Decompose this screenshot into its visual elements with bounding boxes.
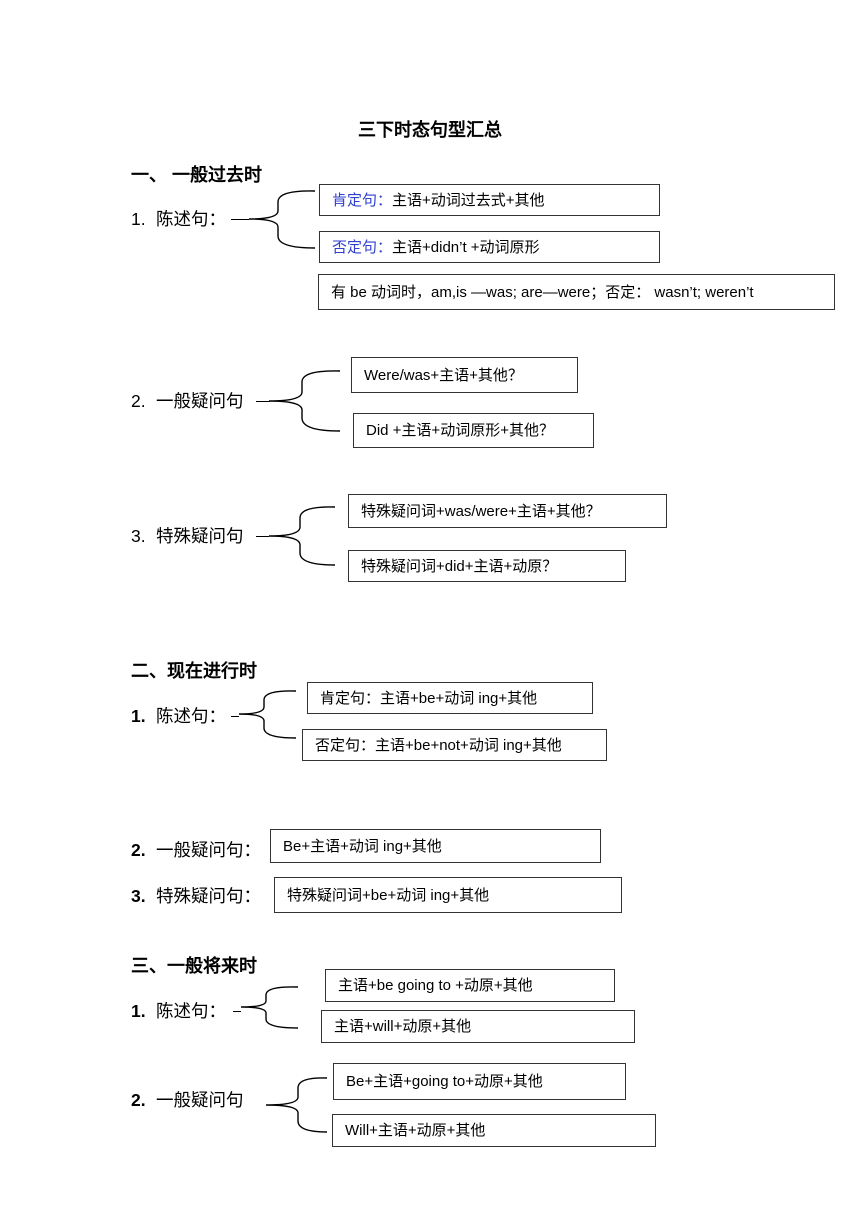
continuous-negative-box: 否定句：主语+be+not+动词 ing+其他 xyxy=(302,729,607,761)
connector-line xyxy=(231,716,239,717)
item-label: 特殊疑问句 xyxy=(156,526,244,546)
brace-icon xyxy=(248,190,316,249)
item-label: 陈述句： xyxy=(156,706,226,726)
brace-icon xyxy=(268,370,341,432)
past-special-box-was-were: 特殊疑问词+was/were+主语+其他？ xyxy=(348,494,667,528)
box-formula: 主语+动词过去式+其他 xyxy=(392,191,545,209)
item-number: 2. xyxy=(131,391,146,411)
box-formula: 主语+didn’t +动词原形 xyxy=(392,238,540,256)
item-number: 1. xyxy=(131,209,146,229)
past-question-box-did: Did +主语+动词原形+其他？ xyxy=(353,413,594,448)
page-title: 三下时态句型汇总 xyxy=(358,120,502,140)
past-statement-label: 1. 陈述句： xyxy=(131,206,226,231)
item-label: 一般疑问句： xyxy=(156,840,261,860)
continuous-special-question-label: 3. 特殊疑问句： xyxy=(131,883,261,908)
item-label: 陈述句： xyxy=(156,209,226,229)
section-heading-past: 一、 一般过去时 xyxy=(131,165,263,185)
continuous-special-box: 特殊疑问词+be+动词 ing+其他 xyxy=(274,877,622,913)
box-label-negative: 否定句： xyxy=(332,238,393,256)
item-label: 一般疑问句 xyxy=(156,1090,244,1110)
connector-line xyxy=(233,1011,241,1012)
past-affirmative-box: 肯定句：主语+动词过去式+其他 xyxy=(319,184,660,216)
continuous-general-question-label: 2. 一般疑问句： xyxy=(131,837,261,862)
past-general-question-label: 2. 一般疑问句 xyxy=(131,388,244,413)
item-number: 1. xyxy=(131,1001,146,1021)
future-question-will-box: Will+主语+动原+其他 xyxy=(332,1114,656,1147)
item-number: 2. xyxy=(131,1090,146,1110)
brace-icon xyxy=(268,506,336,566)
past-negative-box: 否定句：主语+didn’t +动词原形 xyxy=(319,231,660,263)
item-number: 1. xyxy=(131,706,146,726)
past-be-verb-note-box: 有 be 动词时，am,is —was; are—were；否定： wasn’t… xyxy=(318,274,835,310)
connector-line xyxy=(256,401,270,402)
item-number: 3. xyxy=(131,886,146,906)
item-label: 特殊疑问句： xyxy=(156,886,261,906)
box-label-affirmative: 肯定句： xyxy=(332,191,393,209)
future-statement-label: 1. 陈述句： xyxy=(131,998,226,1023)
item-label: 一般疑问句 xyxy=(156,391,244,411)
connector-line xyxy=(231,219,249,220)
past-special-question-label: 3. 特殊疑问句 xyxy=(131,523,244,548)
past-question-box-were-was: Were/was+主语+其他？ xyxy=(351,357,578,393)
future-question-going-to-box: Be+主语+going to+动原+其他 xyxy=(333,1063,626,1100)
continuous-statement-label: 1. 陈述句： xyxy=(131,703,226,728)
connector-line xyxy=(256,536,269,537)
section-heading-present-continuous: 二、现在进行时 xyxy=(131,661,257,681)
future-will-box: 主语+will+动原+其他 xyxy=(321,1010,635,1043)
item-number: 2. xyxy=(131,840,146,860)
section-heading-future: 三、一般将来时 xyxy=(131,956,257,976)
item-number: 3. xyxy=(131,526,146,546)
continuous-affirmative-box: 肯定句：主语+be+动词 ing+其他 xyxy=(307,682,593,714)
brace-icon xyxy=(240,986,299,1029)
brace-icon xyxy=(238,690,297,739)
continuous-question-box: Be+主语+动词 ing+其他 xyxy=(270,829,601,863)
future-general-question-label: 2. 一般疑问句 xyxy=(131,1087,244,1112)
item-label: 陈述句： xyxy=(156,1001,226,1021)
past-special-box-did: 特殊疑问词+did+主语+动原？ xyxy=(348,550,626,582)
future-going-to-box: 主语+be going to +动原+其他 xyxy=(325,969,615,1002)
brace-icon xyxy=(265,1077,328,1133)
